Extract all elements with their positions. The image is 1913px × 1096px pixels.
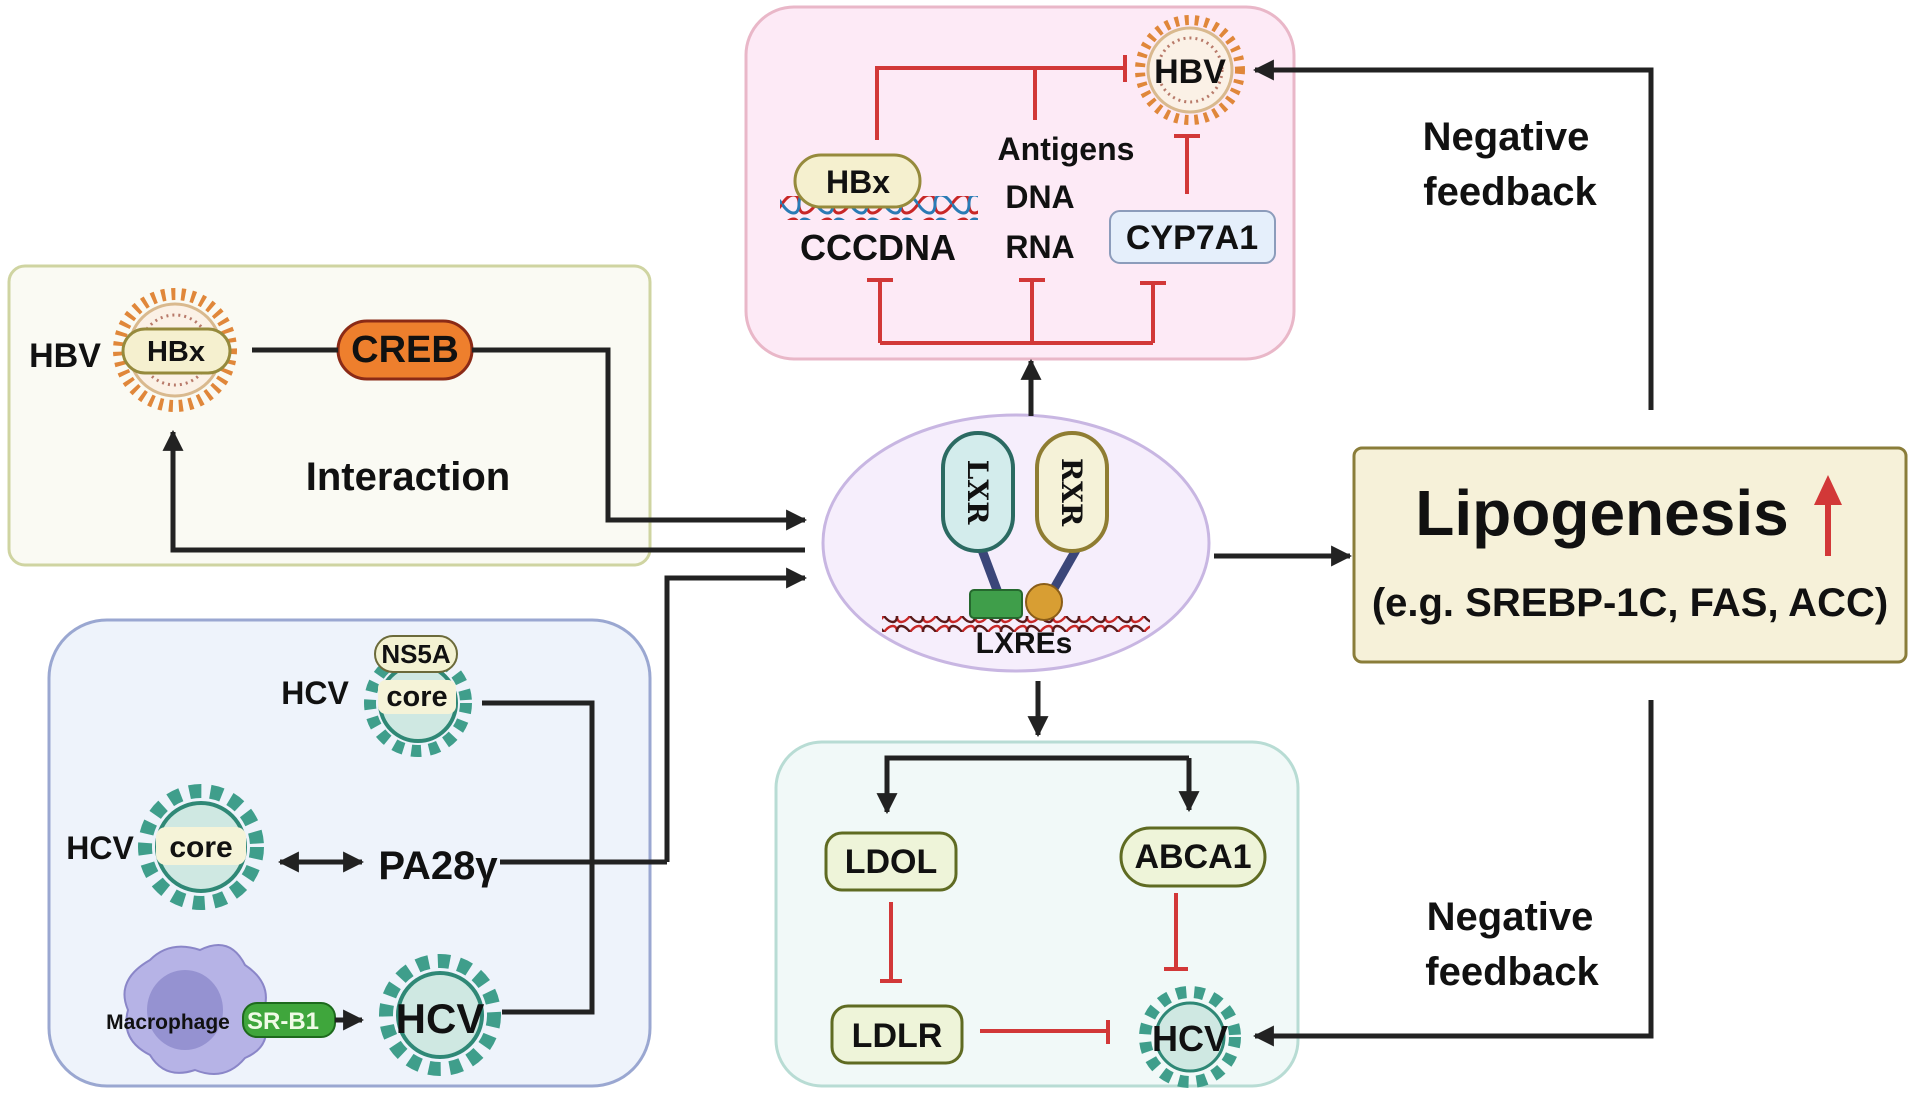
hcv-label-bottom: HCV — [1152, 1018, 1228, 1059]
feedback-top-line1: Negative — [1423, 115, 1590, 159]
hcv1-connector — [482, 700, 595, 1015]
hbx-label-left: HBx — [147, 336, 205, 368]
core-label-1: core — [386, 681, 447, 713]
lipogenesis-title: Lipogenesis — [1415, 477, 1788, 549]
hbv-virus-top: HBV — [1135, 15, 1245, 125]
abca1-box: ABCA1 — [1119, 826, 1267, 888]
macrophage-label: Macrophage — [106, 1011, 230, 1034]
hcv-virus-icon — [379, 954, 501, 1076]
feedback-connectors — [1252, 59, 1654, 1047]
interaction-title: Interaction — [306, 455, 510, 499]
lxr-receptor: LXR — [941, 431, 1023, 619]
nucleus — [821, 413, 1211, 673]
cccdna-label: CCCDNA — [800, 227, 956, 268]
dna-label: DNA — [1005, 179, 1074, 215]
ldl-branch-arrows — [876, 755, 1200, 815]
lipogenesis-subtitle: (e.g. SREBP-1C, FAS, ACC) — [1372, 581, 1888, 625]
lxres-label: LXREs — [976, 627, 1073, 660]
ldol-label: LDOL — [845, 843, 938, 881]
hbx-protein-top: HBx — [793, 153, 922, 209]
hcv-virus-bottom: HCV — [1139, 986, 1241, 1088]
hcv-label-3: HCV — [396, 995, 485, 1042]
ldlr-box: LDLR — [830, 1004, 964, 1065]
rxr-receptor: RXR — [1025, 431, 1109, 621]
srb1-receptor: SR-B1 — [242, 1002, 336, 1038]
rna-label: RNA — [1005, 229, 1074, 265]
antigens-label: Antigens — [998, 131, 1135, 167]
increase-arrow-icon — [1814, 475, 1842, 556]
ldl-inhibition-lines — [880, 893, 1188, 1044]
hbv-virus-icon — [1135, 15, 1245, 125]
cyp7a1-label: CYP7A1 — [1126, 219, 1258, 257]
feedback-top-line2: feedback — [1423, 170, 1597, 214]
feedback-bottom-line1: Negative — [1427, 895, 1594, 939]
hcv-label-1: HCV — [281, 675, 349, 711]
dna-helix-lxre — [882, 616, 1150, 632]
core-label-2: core — [169, 831, 232, 864]
pa28-label: PA28γ — [378, 844, 498, 888]
ns5a-label: NS5A — [381, 639, 451, 669]
lipogenesis-box — [1352, 446, 1908, 664]
hbx-label-top: HBx — [826, 164, 890, 200]
hbv-label-left: HBV — [29, 337, 101, 375]
hbv-virus-left: HBx — [113, 288, 237, 412]
srb1-label: SR-B1 — [247, 1008, 319, 1035]
hcv-virus-3: HCV — [379, 954, 501, 1076]
lxr-label: LXR — [961, 460, 994, 525]
hcv-virus-2: core — [138, 784, 264, 910]
rxr-label: RXR — [1055, 458, 1088, 527]
abca1-label: ABCA1 — [1134, 838, 1251, 876]
feedback-bottom-line2: feedback — [1425, 950, 1599, 994]
nucleus-connectors — [1020, 358, 1353, 738]
hcv-label-2: HCV — [66, 830, 134, 866]
ldlr-label: LDLR — [852, 1017, 943, 1055]
inhibition-from-lxr-top — [867, 278, 1166, 345]
hcv-virus-icon — [1139, 986, 1241, 1088]
creb-label: CREB — [351, 329, 459, 371]
inhibition-to-hbv-top — [875, 55, 1200, 194]
hcv-virus-1: NS5A core — [364, 635, 472, 757]
interaction-connectors — [162, 347, 808, 862]
macrophage-cell: Macrophage — [106, 944, 267, 1075]
hbv-label-top: HBV — [1154, 53, 1226, 91]
interaction-panel — [7, 264, 652, 567]
cyp7a1-box: CYP7A1 — [1109, 210, 1276, 264]
creb-protein: CREB — [336, 319, 474, 381]
ldol-box: LDOL — [824, 831, 958, 892]
